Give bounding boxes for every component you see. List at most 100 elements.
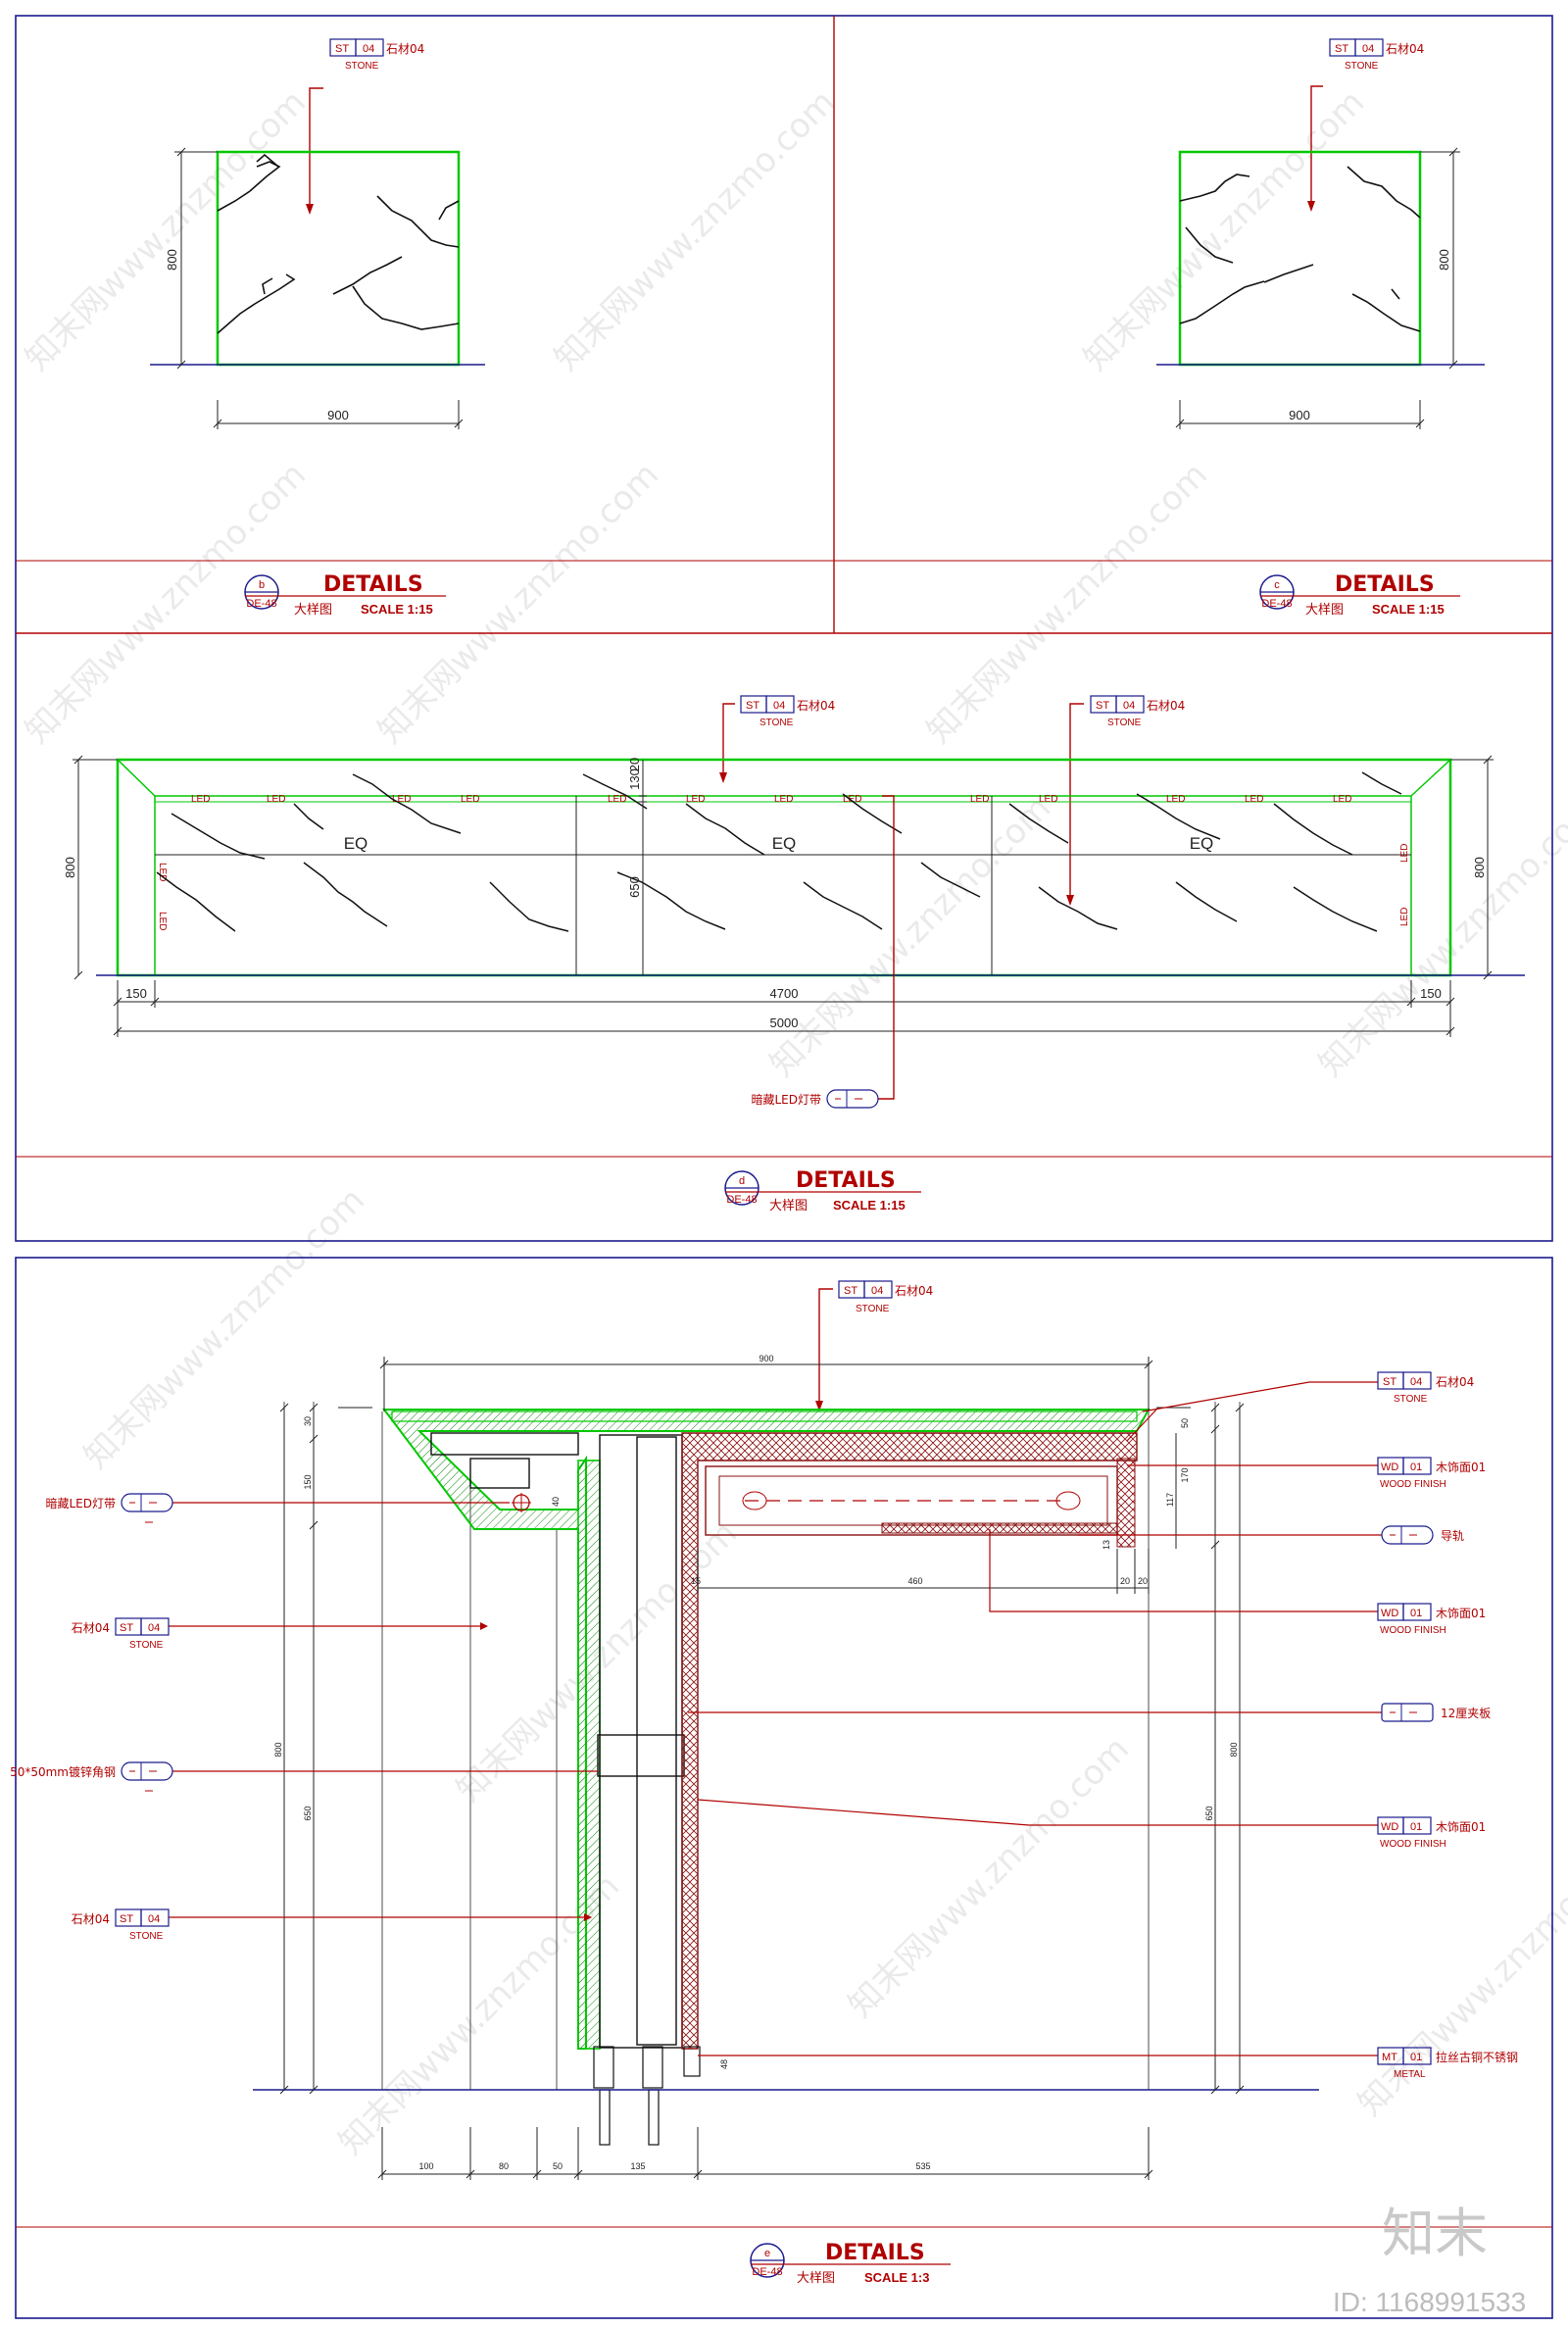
led-strip-labels: LED LED LED LED LED LED LED LED LED LED … bbox=[157, 794, 1410, 930]
dim-width bbox=[213, 400, 464, 429]
svg-text:LED: LED bbox=[1039, 794, 1057, 805]
svg-text:900: 900 bbox=[759, 1354, 773, 1363]
svg-text:EQ: EQ bbox=[1190, 834, 1214, 853]
frame-top bbox=[15, 15, 1553, 1242]
callout-left-angle-steel: 50*50mm镀锌角钢 bbox=[10, 1761, 598, 1792]
svg-text:拉丝古铜不锈钢: 拉丝古铜不锈钢 bbox=[1436, 2050, 1518, 2064]
svg-text:LED: LED bbox=[392, 794, 411, 805]
svg-text:01: 01 bbox=[1410, 1608, 1422, 1619]
svg-text:b: b bbox=[259, 579, 265, 591]
svg-text:800: 800 bbox=[1472, 857, 1487, 878]
svg-text:5000: 5000 bbox=[770, 1015, 799, 1030]
svg-text:暗藏LED灯带: 暗藏LED灯带 bbox=[751, 1092, 821, 1107]
callout-left-stone-2: ST 04 STONE 石材04 bbox=[72, 1908, 592, 1942]
svg-text:80: 80 bbox=[499, 2161, 509, 2171]
dim-left bbox=[279, 1403, 318, 2095]
svg-text:大样图: 大样图 bbox=[797, 2271, 835, 2286]
svg-text:04: 04 bbox=[871, 1285, 883, 1297]
svg-text:SCALE 1:15: SCALE 1:15 bbox=[1372, 602, 1445, 617]
svg-text:石材04: 石材04 bbox=[1147, 699, 1185, 713]
stone-veins bbox=[156, 771, 1402, 932]
material-tag: ST 04 石材04 STONE bbox=[1307, 38, 1424, 212]
svg-text:50: 50 bbox=[1180, 1418, 1190, 1428]
svg-text:石材04: 石材04 bbox=[1386, 42, 1424, 56]
brand-logo: 知末 bbox=[1382, 2203, 1488, 2264]
svg-text:STONE: STONE bbox=[1107, 718, 1142, 728]
svg-text:800: 800 bbox=[1229, 1742, 1239, 1757]
svg-text:117: 117 bbox=[1165, 1493, 1175, 1507]
watermark: 知末网www.znzmo.com bbox=[762, 788, 1058, 1084]
svg-text:LED: LED bbox=[1399, 908, 1410, 926]
svg-text:DETAILS: DETAILS bbox=[796, 1168, 896, 1193]
callout-right-stone: ST 04 STONE 石材04 bbox=[1142, 1371, 1474, 1412]
svg-text:800: 800 bbox=[1437, 249, 1451, 271]
svg-text:ST: ST bbox=[746, 700, 760, 712]
svg-text:20: 20 bbox=[627, 758, 642, 771]
svg-text:LED: LED bbox=[1399, 844, 1410, 863]
watermark: 知末网www.znzmo.com bbox=[1076, 82, 1372, 378]
callout-right-plywood: 12厘夹板 bbox=[688, 1703, 1491, 1722]
led-callout: 暗藏LED灯带 bbox=[751, 795, 895, 1109]
countertop-stone bbox=[381, 1409, 1151, 2050]
svg-text:15: 15 bbox=[691, 1576, 701, 1586]
svg-text:STONE: STONE bbox=[129, 1640, 164, 1651]
svg-text:04: 04 bbox=[1123, 700, 1135, 712]
svg-text:LED: LED bbox=[843, 794, 861, 805]
watermark: 知末网www.znzmo.com bbox=[1311, 788, 1568, 1084]
callout-right-metal: MT 01 METAL 拉丝古铜不锈钢 bbox=[698, 2047, 1518, 2080]
svg-text:STONE: STONE bbox=[760, 718, 794, 728]
svg-text:木饰面01: 木饰面01 bbox=[1436, 1607, 1486, 1620]
svg-text:导轨: 导轨 bbox=[1441, 1529, 1464, 1543]
svg-text:LED: LED bbox=[157, 863, 168, 881]
svg-text:800: 800 bbox=[165, 249, 179, 271]
svg-text:c: c bbox=[1274, 579, 1280, 591]
callout-right-wood-2: WD 01 WOOD FINISH 木饰面01 bbox=[989, 1529, 1486, 1636]
svg-text:STONE: STONE bbox=[1345, 61, 1379, 72]
stone-veins bbox=[1179, 166, 1421, 332]
svg-text:SCALE 1:15: SCALE 1:15 bbox=[361, 602, 433, 617]
svg-text:100: 100 bbox=[418, 2161, 433, 2171]
svg-text:800: 800 bbox=[273, 1742, 283, 1757]
svg-text:04: 04 bbox=[148, 1913, 160, 1925]
svg-text:SCALE 1:3: SCALE 1:3 bbox=[864, 2270, 929, 2285]
svg-text:EQ: EQ bbox=[772, 834, 797, 853]
svg-text:460: 460 bbox=[907, 1576, 922, 1586]
svg-text:DE-48: DE-48 bbox=[752, 2266, 782, 2278]
callout-right-rail: 导轨 bbox=[1078, 1525, 1464, 1545]
svg-text:LED: LED bbox=[1166, 794, 1185, 805]
dim-drawer bbox=[697, 1549, 1150, 1594]
svg-text:WD: WD bbox=[1381, 1461, 1398, 1473]
material-tag: ST 04 石材04 STONE bbox=[1066, 695, 1185, 906]
stone-veins bbox=[217, 153, 460, 334]
svg-text:LED: LED bbox=[267, 794, 285, 805]
svg-text:木饰面01: 木饰面01 bbox=[1436, 1820, 1486, 1834]
svg-text:EQ: EQ bbox=[344, 834, 368, 853]
dim-right bbox=[1175, 1403, 1245, 2095]
svg-text:ST: ST bbox=[120, 1622, 133, 1634]
svg-text:40: 40 bbox=[551, 1497, 561, 1507]
svg-text:石材04: 石材04 bbox=[895, 1284, 933, 1298]
svg-text:LED: LED bbox=[461, 794, 479, 805]
watermark: 知末网www.znzmo.com bbox=[547, 82, 843, 378]
dim-lines bbox=[73, 755, 1494, 1037]
svg-text:4700: 4700 bbox=[770, 986, 799, 1001]
callout-right-wood-3: WD 01 WOOD FINISH 木饰面01 bbox=[697, 1799, 1486, 1850]
svg-text:650: 650 bbox=[303, 1806, 313, 1820]
watermark: 知末网www.znzmo.com bbox=[76, 1180, 372, 1476]
svg-text:DETAILS: DETAILS bbox=[825, 2241, 925, 2265]
svg-text:ST: ST bbox=[1383, 1376, 1396, 1388]
svg-text:150: 150 bbox=[1420, 986, 1442, 1001]
stone-slab bbox=[216, 150, 461, 367]
svg-text:大样图: 大样图 bbox=[1305, 603, 1344, 618]
frame-bottom bbox=[15, 1257, 1553, 2319]
svg-text:135: 135 bbox=[630, 2161, 645, 2171]
stone-outer bbox=[116, 758, 1452, 977]
svg-text:石材04: 石材04 bbox=[72, 1912, 110, 1926]
material-tag: ST 04 石材04 STONE bbox=[719, 695, 835, 783]
svg-text:50*50mm镀锌角钢: 50*50mm镀锌角钢 bbox=[10, 1765, 116, 1779]
panel-c: ST 04 石材04 STONE 800 bbox=[1156, 38, 1485, 618]
page-title: DETAILS bbox=[323, 572, 423, 597]
svg-text:01: 01 bbox=[1410, 1821, 1422, 1833]
svg-text:01: 01 bbox=[1410, 2052, 1422, 2063]
dim-width bbox=[1175, 400, 1425, 429]
